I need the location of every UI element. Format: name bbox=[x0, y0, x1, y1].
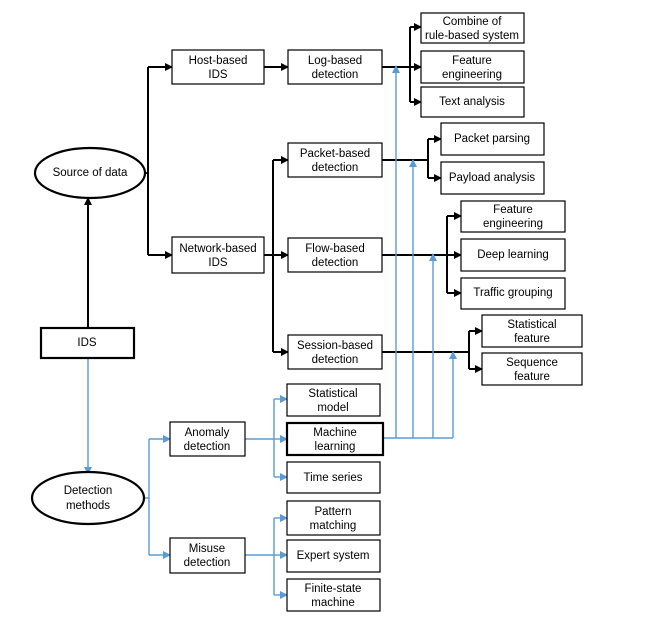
node-time-series: Time series bbox=[286, 461, 381, 494]
svg-text:Source of data: Source of data bbox=[53, 167, 128, 179]
node-packet-parsing: Packet parsing bbox=[440, 122, 545, 156]
node-ids: IDS bbox=[39, 326, 136, 360]
svg-text:Payload analysis: Payload analysis bbox=[449, 172, 536, 184]
node-traffic-grouping: Traffic grouping bbox=[460, 277, 566, 310]
svg-text:Deep learning: Deep learning bbox=[477, 249, 549, 261]
hierarchy-connectors bbox=[84, 23, 483, 373]
node-expert-system: Expert system bbox=[286, 539, 381, 573]
svg-text:Traffic grouping: Traffic grouping bbox=[473, 287, 552, 299]
node-text-analysis: Text analysis bbox=[420, 86, 525, 118]
svg-text:Text analysis: Text analysis bbox=[439, 96, 505, 108]
node-payload-analysis: Payload analysis bbox=[440, 161, 545, 195]
svg-text:Time series: Time series bbox=[304, 472, 363, 484]
svg-text:Packet parsing: Packet parsing bbox=[454, 133, 530, 145]
method-connectors bbox=[84, 65, 457, 599]
svg-text:IDS: IDS bbox=[77, 337, 97, 349]
node-source-of-data: Source of data bbox=[33, 146, 147, 200]
node-deep-learning: Deep learning bbox=[460, 238, 566, 272]
svg-text:Expert system: Expert system bbox=[297, 550, 370, 562]
